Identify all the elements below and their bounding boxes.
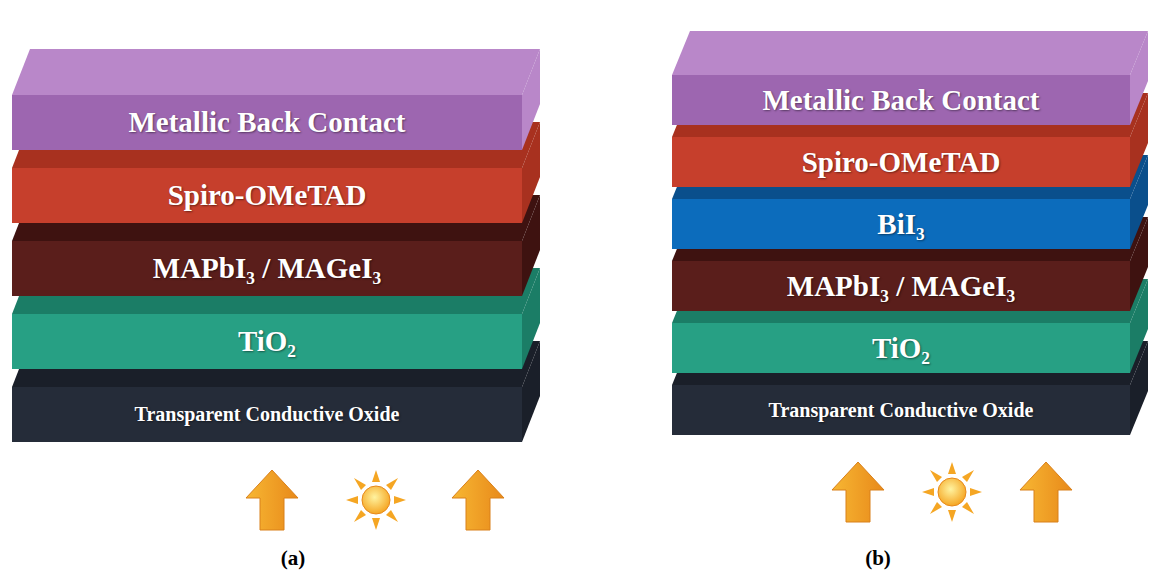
light-arrow [832,462,884,522]
layer-slab: TiO₂ [12,314,522,369]
layer-name: Transparent Conductive Oxide [135,403,400,426]
layer-slab: Transparent Conductive Oxide [12,387,522,442]
layer-name: TiO₂ [872,332,930,365]
layer-slab: Transparent Conductive Oxide [672,385,1130,435]
layer-slab: BiI₃ [672,199,1130,249]
layer-slab: Metallic Back Contact [12,95,522,150]
layer-slab: MAPbI₃ / MAGeI₃ [12,241,522,296]
layer-name: Metallic Back Contact [128,106,405,139]
layer-slab: Metallic Back Contact [672,75,1130,125]
layer-name: Spiro-OMeTAD [168,179,367,212]
slab-top-face [672,31,1148,75]
layer-slab: Spiro-OMeTAD [12,168,522,223]
panel-label: (a) [281,546,306,571]
slab-top-face [12,49,540,95]
light-arrow [246,470,298,530]
layer-name: Metallic Back Contact [762,84,1039,117]
light-arrow [452,470,504,530]
layer-slab: MAPbI₃ / MAGeI₃ [672,261,1130,311]
layer-slab: Spiro-OMeTAD [672,137,1130,187]
layer-name: MAPbI₃ / MAGeI₃ [787,270,1015,303]
slab-side-face [522,49,540,150]
panel-label: (b) [865,546,891,571]
layer-name: MAPbI₃ / MAGeI₃ [153,252,381,285]
sun-icon [346,470,406,530]
layer-name: Transparent Conductive Oxide [769,399,1034,422]
sun-icon [922,462,982,522]
light-arrow [1020,462,1072,522]
slab-side-face [1130,31,1148,125]
layer-name: TiO₂ [238,325,296,358]
layer-name: BiI₃ [877,208,924,241]
layer-slab: TiO₂ [672,323,1130,373]
layer-name: Spiro-OMeTAD [802,146,1001,179]
